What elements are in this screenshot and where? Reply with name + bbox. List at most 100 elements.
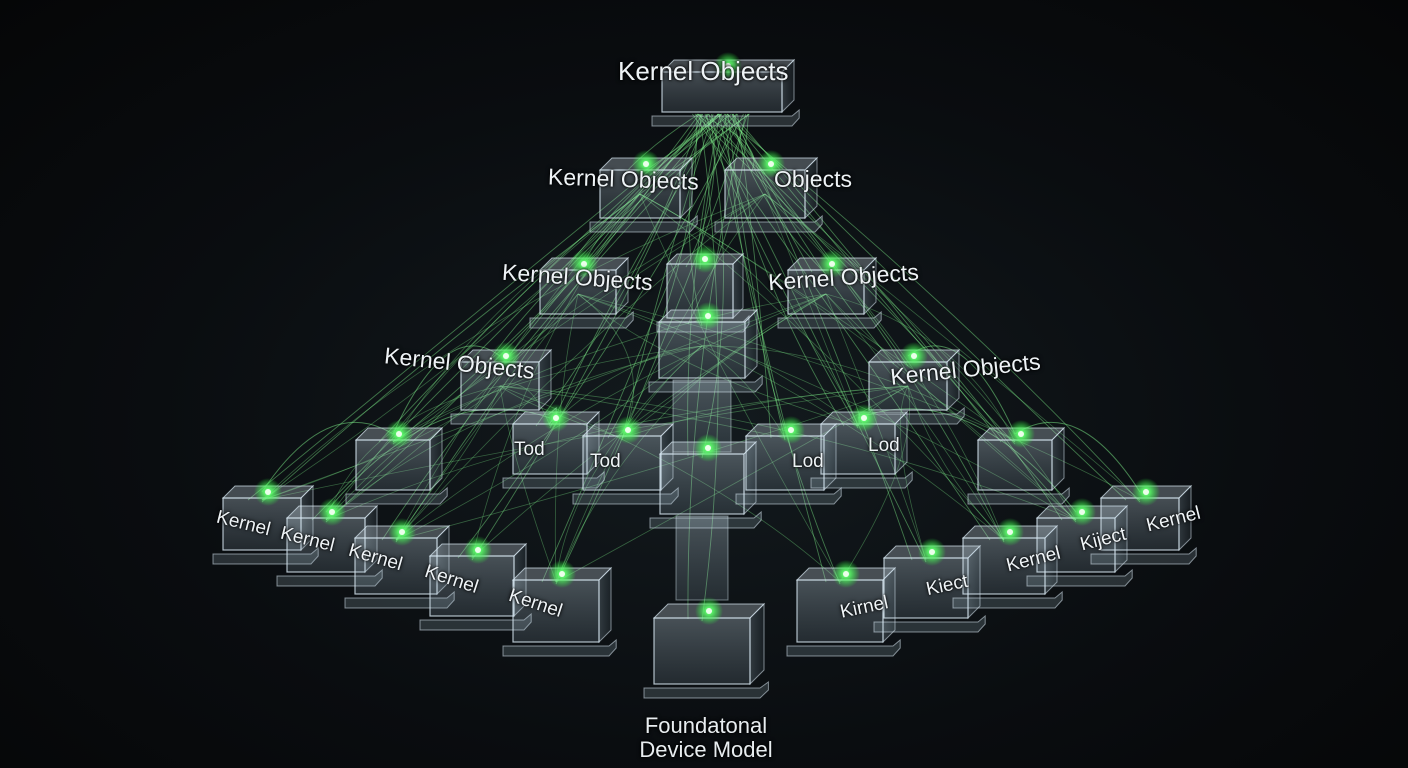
node-glow-core: [643, 161, 649, 167]
connection-arc: [325, 408, 551, 513]
connection-line: [555, 193, 766, 583]
connection-line: [621, 113, 714, 441]
cube-level1-right: [714, 156, 823, 233]
cube-base-plate: [345, 486, 448, 505]
connection-line: [737, 113, 772, 439]
cube-side-face: [598, 566, 612, 644]
cube-base-plate: [967, 486, 1070, 505]
connection-line: [549, 113, 726, 429]
node-glow-core: [725, 63, 731, 69]
connection-line: [625, 113, 700, 173]
cube-base-plate: [1090, 546, 1197, 565]
foundation-label-line1: Foundatonal: [644, 713, 768, 738]
node-glow-core: [911, 353, 917, 359]
cube-front-face: [1100, 497, 1180, 551]
cube-front-face: [962, 537, 1046, 595]
connection-line: [392, 293, 827, 443]
connection-line: [719, 113, 1141, 503]
cube-base-plate: [529, 310, 634, 329]
node-glow-core: [929, 549, 935, 555]
node-glow-core: [559, 571, 565, 577]
connection-line: [699, 113, 859, 429]
cube-front-face: [582, 435, 662, 491]
connection-line: [764, 193, 1141, 501]
node-label-inner-2: Tod: [590, 451, 621, 472]
node-glow-core: [329, 509, 335, 515]
cube-level3-right: [858, 348, 965, 425]
cube-front-face: [429, 555, 515, 617]
cube-side-face: [749, 602, 765, 686]
node-glow-core: [581, 261, 587, 267]
cube-level3-left: [450, 348, 557, 425]
connection-line: [541, 113, 738, 583]
connection-line: [621, 385, 909, 439]
node-glow-core: [396, 431, 402, 437]
node-glow-core: [705, 313, 711, 319]
connection-line: [378, 113, 720, 443]
node-glow-core: [861, 415, 867, 421]
cube-base-plate: [649, 510, 762, 529]
node-glow-core: [843, 571, 849, 577]
connection-line: [395, 193, 766, 541]
cube-base-plate: [735, 486, 842, 505]
cube-top: [651, 58, 800, 127]
connection-line: [395, 293, 579, 541]
connection-line: [261, 193, 766, 501]
node-glow-core: [705, 445, 711, 451]
cube-front-face: [658, 321, 746, 379]
cube-front-face: [512, 579, 600, 643]
cube-base-plate: [786, 638, 901, 657]
node-label-inner-4: Lod: [868, 435, 900, 456]
node-glow-core: [475, 547, 481, 553]
connection-arc: [261, 421, 394, 493]
connection-line: [696, 113, 755, 173]
cube-base-plate: [873, 614, 986, 633]
node-glow-core: [702, 256, 708, 262]
node-label-level1-right: Objects: [774, 166, 852, 192]
connection-line: [685, 113, 715, 268]
connection-line: [577, 293, 1005, 541]
cube-row4-far-left: [345, 426, 448, 505]
cube-front-face: [354, 537, 438, 595]
node-glow-core: [1143, 489, 1149, 495]
cube-center-column-upper: [648, 308, 763, 393]
connection-line: [499, 113, 700, 367]
connection-line: [716, 113, 909, 367]
cube-base-plate: [651, 108, 800, 127]
connection-line: [261, 193, 641, 501]
cube-inner-4: [810, 410, 913, 489]
node-label-top: Kernel Objects: [618, 56, 789, 86]
connection-line: [555, 293, 827, 583]
cube-front-face: [653, 617, 751, 685]
node-label-inner-1: Tod: [514, 439, 545, 460]
connection-line: [471, 293, 827, 559]
node-glow-core: [265, 489, 271, 495]
cube-front-face: [599, 169, 681, 219]
connection-line: [535, 113, 702, 427]
foundation-label-line2: Device Model: [639, 737, 773, 763]
cube-base-plate: [502, 638, 617, 657]
cube-level1-left: [589, 156, 698, 233]
node-glow-core: [768, 161, 774, 167]
cube-base-plate: [777, 310, 882, 329]
node-label-level1-left: Kernel Objects: [547, 163, 700, 195]
cube-front-face: [796, 579, 884, 643]
node-label-inner-3: Lod: [792, 451, 824, 472]
cube-front-face: [977, 439, 1053, 491]
connection-line: [727, 113, 786, 441]
node-glow-core: [1018, 431, 1024, 437]
connection-line: [392, 193, 641, 443]
cube-side-face: [744, 308, 758, 380]
cube-base-plate: [589, 214, 698, 233]
cube-front-face: [460, 361, 540, 411]
cube-front-face: [868, 361, 948, 411]
center-pillar-lower: [675, 515, 729, 601]
foundation-label: Foundatonal Device Model: [616, 713, 796, 763]
cube-base-plate: [714, 214, 823, 233]
connection-line: [731, 113, 895, 365]
cube-foundation: [643, 602, 769, 699]
node-glow-core: [553, 415, 559, 421]
connection-line: [261, 113, 750, 503]
